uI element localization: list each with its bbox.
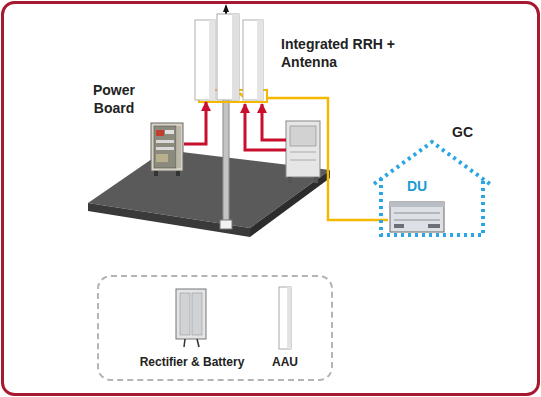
legend-label: AAU	[215, 355, 355, 370]
label-holder: GC	[452, 124, 488, 142]
rectifier-battery-icon	[172, 285, 212, 349]
node-label: DU	[388, 178, 446, 196]
legend-entry: Rectifier & Battery	[122, 283, 262, 377]
du-unit: DU	[388, 178, 446, 234]
gc-house: GCDU	[372, 136, 492, 238]
power-board-cabinet	[150, 122, 184, 176]
label-holder: Power Board	[86, 82, 142, 117]
label-holder: Integrated RRH + Antenna	[281, 36, 399, 71]
legend-box: Rectifier & BatteryAAU	[97, 275, 333, 381]
power-board: Power Board	[150, 122, 184, 176]
node-label: Integrated RRH + Antenna	[281, 36, 399, 71]
node-label: GC	[452, 124, 488, 142]
rrh-antenna: Integrated RRH + Antenna	[193, 8, 267, 102]
antenna-panels	[193, 8, 267, 102]
legend-entry: AAU	[215, 283, 355, 377]
label-holder: DU	[388, 178, 446, 196]
power-wires	[245, 104, 286, 150]
frame-border	[3, 3, 539, 395]
aau-icon	[277, 285, 293, 351]
connector	[184, 102, 206, 144]
rectifier-cabinet	[286, 121, 320, 183]
legend-label: Rectifier & Battery	[122, 355, 262, 370]
node-label: Power Board	[86, 82, 142, 117]
connector	[267, 98, 388, 220]
